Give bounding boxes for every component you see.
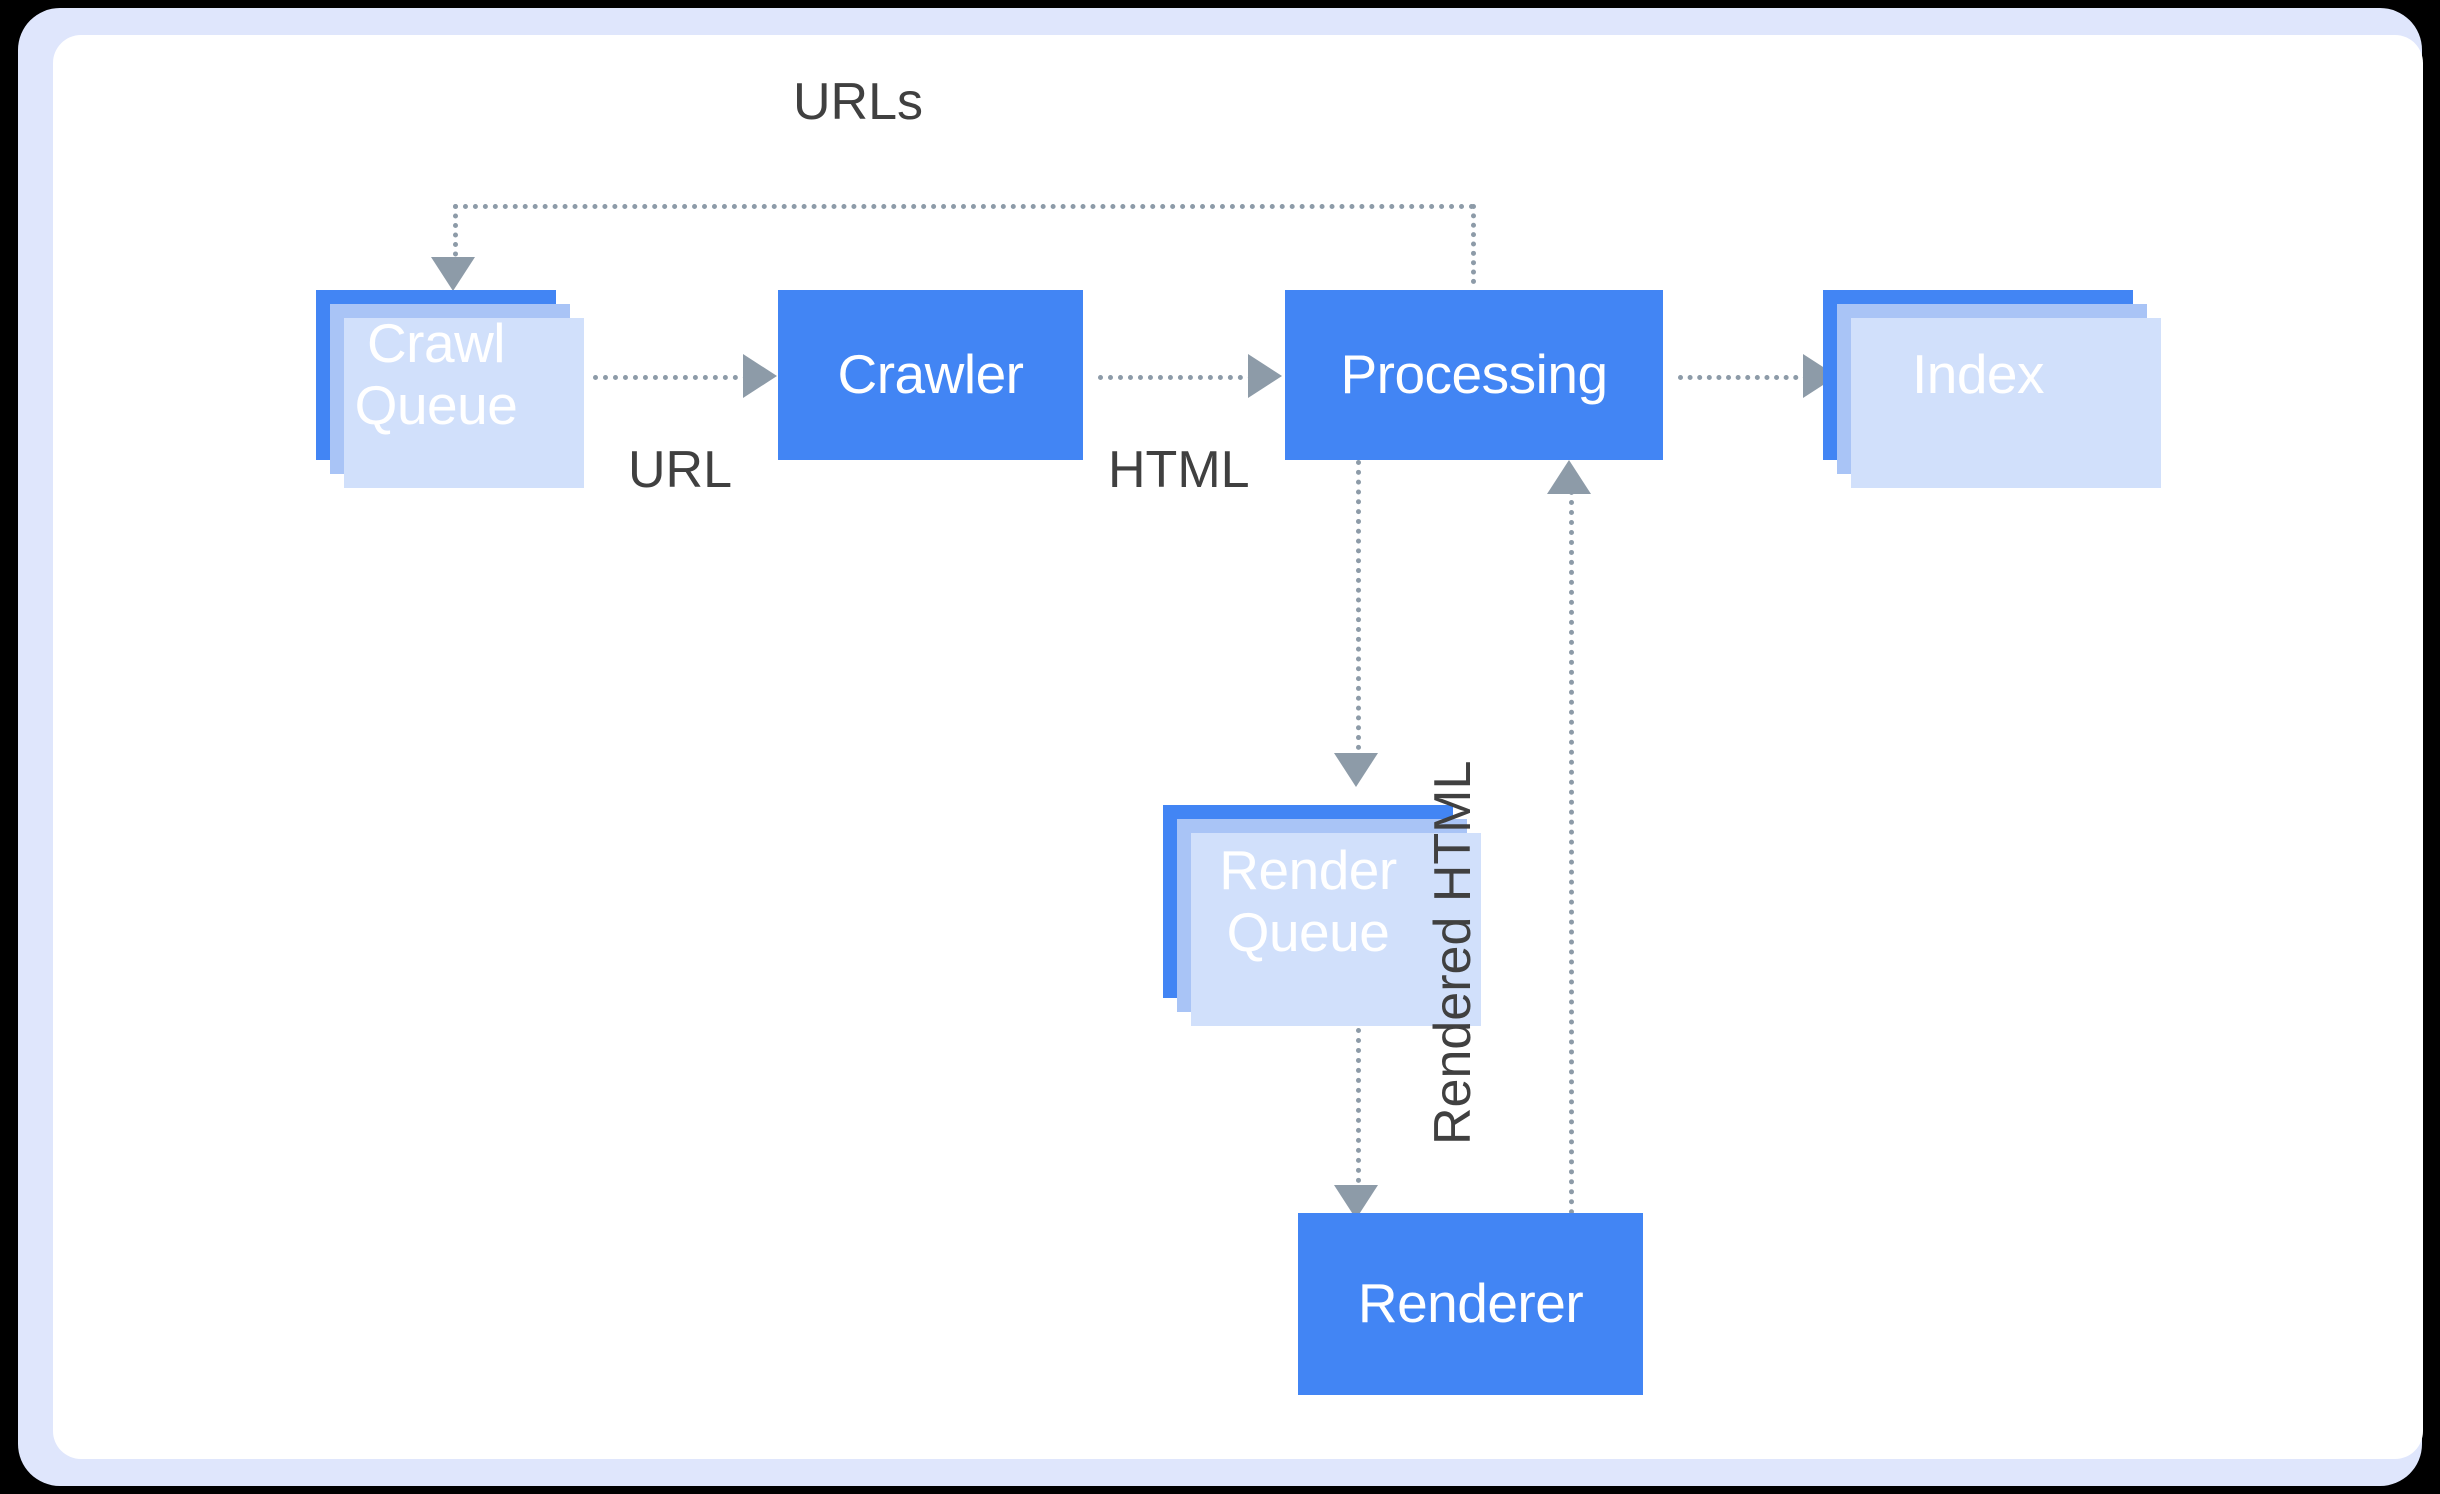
node-processing[interactable]: Processing	[1285, 290, 1663, 460]
edge-to-index-line	[1678, 375, 1808, 380]
edge-to-renderer-line	[1356, 998, 1361, 1193]
node-render-queue[interactable]: Render Queue	[1163, 805, 1481, 1026]
edge-html-line	[1098, 375, 1253, 380]
edge-label-rendered-html: Rendered HTML	[1424, 760, 1482, 1145]
edge-url-arrowhead	[743, 354, 777, 398]
node-crawl-queue[interactable]: Crawl Queue	[316, 290, 584, 488]
edge-urls-arrowhead	[431, 257, 475, 291]
node-crawler[interactable]: Crawler	[778, 290, 1083, 460]
edge-html-arrowhead	[1248, 354, 1282, 398]
edge-urls-segment-up	[1471, 204, 1476, 284]
node-index[interactable]: Index	[1823, 290, 2161, 488]
diagram-frame: Crawl Queue Crawler Processing Index Ren…	[18, 8, 2423, 1486]
edge-to-render-queue-arrowhead	[1334, 753, 1378, 787]
edge-label-urls: URLs	[793, 73, 924, 131]
edge-rendered-html-arrowhead	[1547, 460, 1591, 494]
diagram-canvas: Crawl Queue Crawler Processing Index Ren…	[53, 35, 2423, 1459]
edge-label-html: HTML	[1108, 441, 1250, 499]
edge-rendered-html-line	[1569, 490, 1574, 1215]
edge-url-line	[593, 375, 748, 380]
edge-urls-segment-horizontal	[453, 204, 1475, 209]
edge-urls-segment-down	[453, 204, 458, 266]
edge-label-url: URL	[628, 441, 733, 499]
node-renderer[interactable]: Renderer	[1298, 1213, 1643, 1395]
edge-to-render-queue-line	[1356, 460, 1361, 760]
